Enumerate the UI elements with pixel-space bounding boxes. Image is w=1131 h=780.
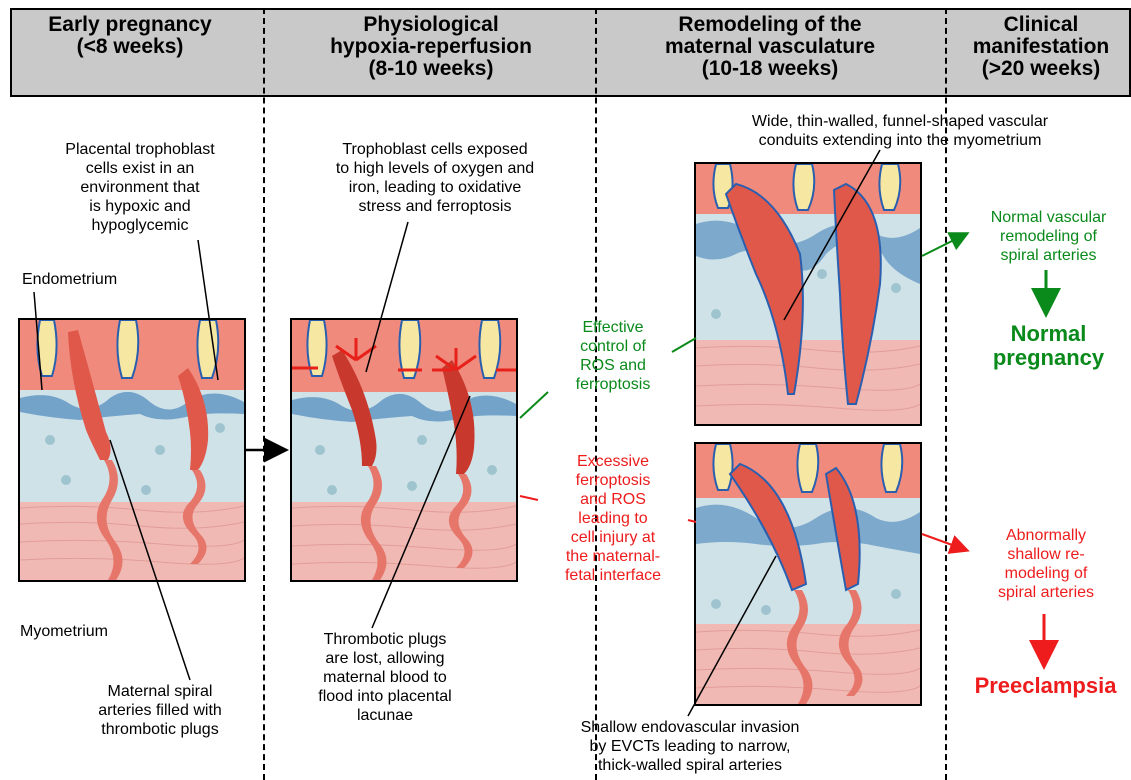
normal-remodeling-illustration	[694, 162, 922, 426]
spiral-arteries-description: Maternal spiral arteries filled with thr…	[60, 682, 260, 739]
column-divider	[263, 8, 265, 780]
text-line: lacunae	[280, 706, 490, 725]
text-line: flood into placental	[280, 687, 490, 706]
text-line: Shallow endovascular invasion	[540, 718, 840, 737]
trophoblast-description: Placental trophoblast cells exist in an …	[20, 140, 260, 235]
text-line: thick-walled spiral arteries	[540, 756, 840, 775]
text-line: spiral arteries	[966, 583, 1126, 602]
text-line: Excessive	[538, 452, 688, 471]
text-line: to high levels of oxygen and	[290, 159, 580, 178]
text-line: modeling of	[966, 564, 1126, 583]
abnormal-remodeling-label: Abnormally shallow re- modeling of spira…	[966, 526, 1126, 602]
header-line: hypoxia-reperfusion	[268, 36, 594, 58]
normal-pregnancy-outcome: Normal pregnancy	[966, 322, 1131, 370]
text-line: Wide, thin-walled, funnel-shaped vascula…	[680, 112, 1120, 131]
header-remodeling: Remodeling of the maternal vasculature (…	[600, 14, 940, 80]
text-line: Maternal spiral	[60, 682, 260, 701]
header-hypoxia-reperfusion: Physiological hypoxia-reperfusion (8-10 …	[268, 14, 594, 80]
preeclampsia-outcome: Preeclampsia	[960, 674, 1131, 698]
text-line: fetal interface	[538, 566, 688, 585]
funnel-conduits-description: Wide, thin-walled, funnel-shaped vascula…	[680, 112, 1120, 150]
text-line: Abnormally	[966, 526, 1126, 545]
text-line: by EVCTs leading to narrow,	[540, 737, 840, 756]
text-line: pregnancy	[966, 346, 1131, 370]
text-line: iron, leading to oxidative	[290, 178, 580, 197]
text-line: Thrombotic plugs	[280, 630, 490, 649]
header-early-pregnancy: Early pregnancy (<8 weeks)	[14, 14, 246, 58]
text-line: cell injury at	[538, 528, 688, 547]
myometrium-label: Myometrium	[20, 622, 108, 641]
text-line: remodeling of	[966, 227, 1131, 246]
text-line: Placental trophoblast	[20, 140, 260, 159]
text-line: cells exist in an	[20, 159, 260, 178]
text-line: ROS and	[548, 356, 678, 375]
text-line: Normal vascular	[966, 208, 1131, 227]
text-line: leading to	[538, 509, 688, 528]
header-line: Physiological	[268, 14, 594, 36]
tissue-graphic	[696, 164, 920, 424]
text-line: stress and ferroptosis	[290, 197, 580, 216]
hypoxia-reperfusion-illustration	[290, 318, 518, 582]
header-line: Clinical	[952, 14, 1130, 36]
header-clinical-manifestation: Clinical manifestation (>20 weeks)	[952, 14, 1130, 80]
header-line: Early pregnancy	[14, 14, 246, 36]
text-line: and ROS	[538, 490, 688, 509]
text-line: Trophoblast cells exposed	[290, 140, 580, 159]
header-line: manifestation	[952, 36, 1130, 58]
header-line: Remodeling of the	[600, 14, 940, 36]
text-line: the maternal-	[538, 547, 688, 566]
text-line: Effective	[548, 318, 678, 337]
text-line: Normal	[966, 322, 1131, 346]
text-line: ferroptosis	[548, 375, 678, 394]
text-line: ferroptosis	[538, 471, 688, 490]
text-line: environment that	[20, 178, 260, 197]
header-line: (>20 weeks)	[952, 58, 1130, 80]
tissue-graphic	[20, 320, 244, 580]
endometrium-label: Endometrium	[22, 270, 117, 289]
text-line: shallow re-	[966, 545, 1126, 564]
shallow-remodeling-illustration	[694, 442, 922, 706]
effective-control-label: Effective control of ROS and ferroptosis	[548, 318, 678, 394]
header-line: (10-18 weeks)	[600, 58, 940, 80]
text-line: arteries filled with	[60, 701, 260, 720]
thrombotic-plugs-description: Thrombotic plugs are lost, allowing mate…	[280, 630, 490, 725]
column-divider	[595, 8, 597, 780]
text-line: conduits extending into the myometrium	[680, 131, 1120, 150]
header-line: (8-10 weeks)	[268, 58, 594, 80]
text-line: control of	[548, 337, 678, 356]
tissue-graphic	[292, 320, 516, 580]
text-line: thrombotic plugs	[60, 720, 260, 739]
text-line: are lost, allowing	[280, 649, 490, 668]
text-line: maternal blood to	[280, 668, 490, 687]
text-line: spiral arteries	[966, 246, 1131, 265]
text-line: is hypoxic and	[20, 197, 260, 216]
early-pregnancy-illustration	[18, 318, 246, 582]
tissue-graphic	[696, 444, 920, 704]
excessive-ferroptosis-label: Excessive ferroptosis and ROS leading to…	[538, 452, 688, 585]
header-line: (<8 weeks)	[14, 36, 246, 58]
oxidative-stress-description: Trophoblast cells exposed to high levels…	[290, 140, 580, 216]
normal-remodeling-label: Normal vascular remodeling of spiral art…	[966, 208, 1131, 265]
header-line: maternal vasculature	[600, 36, 940, 58]
shallow-invasion-description: Shallow endovascular invasion by EVCTs l…	[540, 718, 840, 775]
text-line: hypoglycemic	[20, 216, 260, 235]
